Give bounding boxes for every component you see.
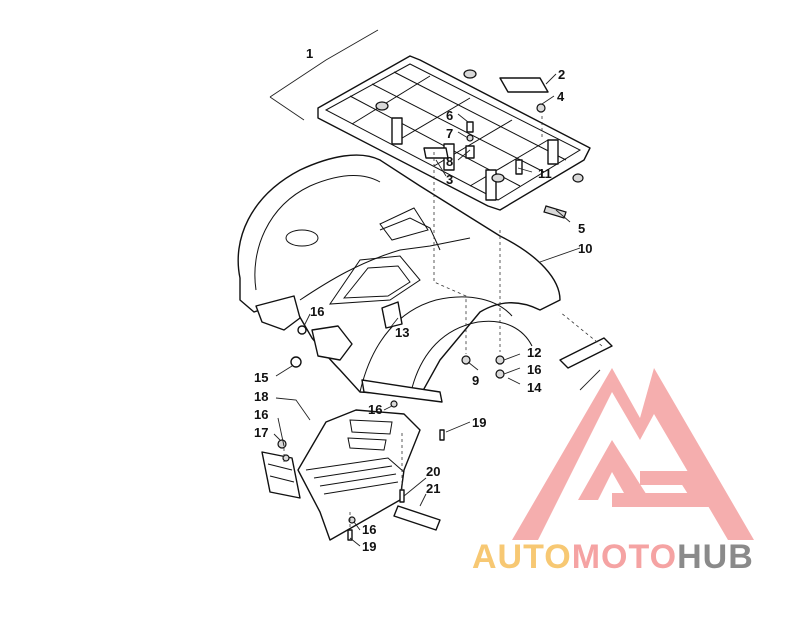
screw-19-right (439, 429, 445, 441)
footwell (261, 409, 421, 541)
callout-1: 1 (306, 46, 314, 61)
callout-3: 3 (446, 172, 454, 187)
callout-15: 15 (254, 370, 269, 385)
callout-5: 5 (578, 221, 586, 236)
push-rivet-16-left (297, 325, 307, 335)
callout-16-left: 16 (254, 407, 269, 422)
bolt-11 (515, 159, 523, 175)
watermark-part-hub: HUB (677, 538, 754, 576)
callout-20: 20 (426, 464, 441, 479)
callout-19-bottom: 19 (362, 539, 377, 554)
nut-4 (536, 103, 546, 113)
callout-19-right: 19 (472, 415, 487, 430)
callout-16-center: 16 (368, 402, 383, 417)
watermark-text: AUTOMOTOHUB (472, 540, 754, 574)
callout-7: 7 (446, 126, 454, 141)
callout-9: 9 (472, 373, 480, 388)
spacer-8 (465, 145, 475, 159)
callout-6: 6 (446, 108, 454, 123)
rear-fender (237, 154, 561, 403)
callout-8: 8 (446, 154, 454, 169)
watermark-part-moto: MOTO (571, 538, 678, 576)
washer-16-bottom (348, 516, 356, 524)
washer-12 (495, 355, 505, 365)
washer-16-center (390, 400, 398, 408)
callout-21: 21 (426, 481, 441, 496)
washer-16-footwell (282, 454, 290, 462)
callout-13: 13 (395, 325, 410, 340)
screw-19-bottom (347, 529, 353, 541)
nut-17 (277, 439, 287, 449)
callout-18: 18 (254, 389, 269, 404)
callout-4: 4 (557, 89, 565, 104)
callout-16-upper: 16 (310, 304, 325, 319)
bolt-6 (466, 121, 474, 133)
decal-3 (423, 147, 449, 159)
callout-16-bottom: 16 (362, 522, 377, 537)
watermark-part-auto: AUTO (472, 538, 572, 576)
screw-21 (399, 489, 405, 503)
watermark-logo-icon (512, 368, 754, 540)
callout-14: 14 (527, 380, 542, 395)
callout-2: 2 (558, 67, 566, 82)
decal-14 (559, 337, 613, 369)
callout-17: 17 (254, 425, 269, 440)
step-trim-20 (393, 505, 441, 531)
washer-7 (466, 134, 474, 142)
callout-11: 11 (538, 166, 552, 181)
callout-16-right: 16 (527, 362, 542, 377)
leader-lines (269, 29, 603, 547)
push-rivet-15 (290, 356, 302, 368)
washer-16-right (495, 369, 505, 379)
callout-12: 12 (527, 345, 542, 360)
decal-2 (499, 77, 549, 93)
callout-10: 10 (578, 241, 593, 256)
